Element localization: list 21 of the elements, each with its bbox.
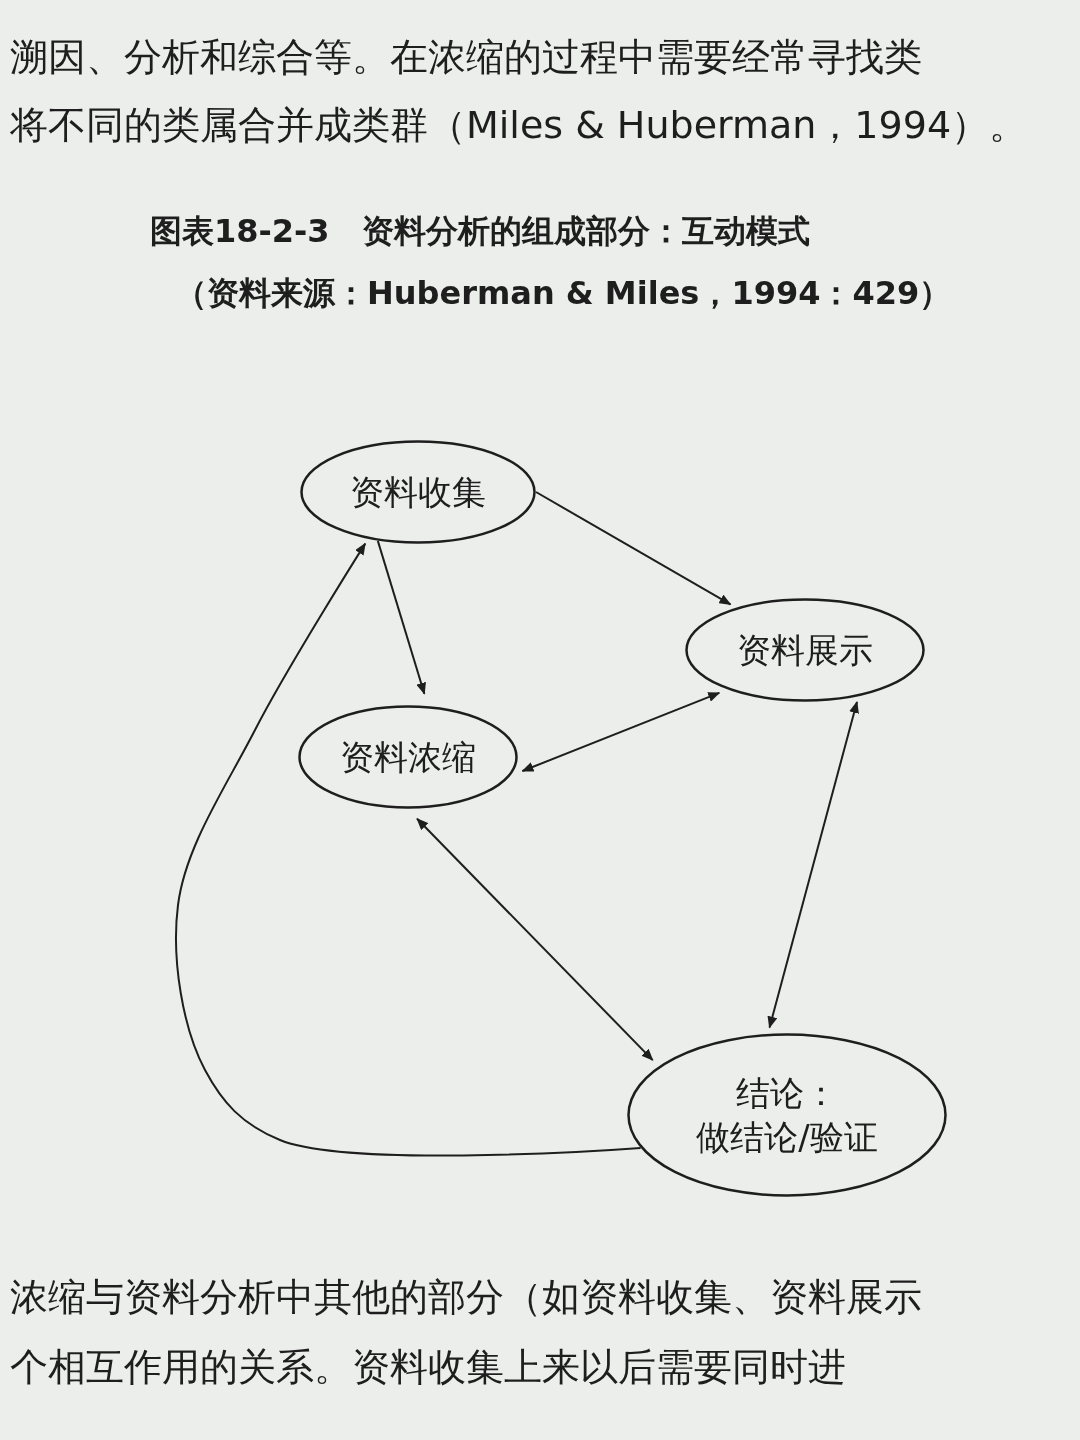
ellipse-node: [627, 1033, 947, 1197]
node-label: 资料展示: [736, 629, 874, 672]
ellipse-node: [300, 440, 536, 544]
arrow: [175, 542, 642, 1157]
body-text: 溯因、分析和综合等。在浓缩的过程中需要经常寻找类: [10, 34, 922, 81]
ellipse-node: [685, 598, 925, 702]
node-label: 资料浓缩: [339, 736, 477, 779]
arrow: [767, 700, 859, 1029]
arrow: [416, 817, 654, 1062]
arrow: [376, 539, 426, 695]
arrow: [535, 491, 732, 606]
node-label: 做结论/验证: [695, 1116, 879, 1159]
body-text: 个相互作用的关系。资料收集上来以后需要同时进: [10, 1344, 846, 1391]
body-text: 将不同的类属合并成类群（Miles & Huberman，1994）。: [10, 102, 1028, 149]
figure-title: 图表18-2-3 资料分析的组成部分：互动模式: [150, 211, 810, 252]
figure-caption: （资料来源：Huberman & Miles，1994：429）: [175, 273, 952, 314]
arrow: [521, 691, 721, 772]
ellipse-node: [298, 705, 518, 809]
node-label: 结论：: [735, 1072, 839, 1115]
node-label: 资料收集: [349, 471, 487, 514]
body-text: 浓缩与资料分析中其他的部分（如资料收集、资料展示: [10, 1274, 922, 1321]
